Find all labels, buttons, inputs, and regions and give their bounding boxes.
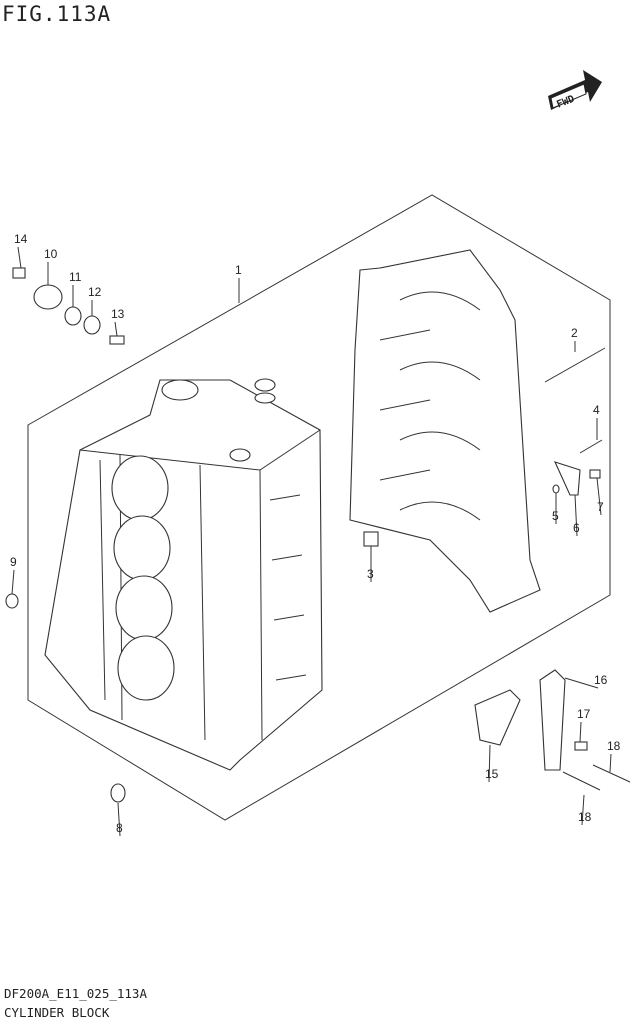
callout-leader <box>579 721 582 743</box>
callout-15: 15 <box>485 767 499 781</box>
callout-5: 5 <box>552 509 559 523</box>
bolt-7 <box>589 469 601 479</box>
callout-leader <box>117 802 121 837</box>
callout-18: 18 <box>578 810 592 824</box>
callout-leader <box>574 494 578 537</box>
small-parts <box>5 267 631 803</box>
figure-title: FIG.113A <box>2 2 112 26</box>
bolt-4 <box>579 439 603 454</box>
callout-leader <box>581 794 585 826</box>
callout-9: 9 <box>10 555 17 569</box>
pin-3 <box>363 531 379 547</box>
part-6 <box>553 461 581 496</box>
o-ring-8 <box>110 783 126 803</box>
assembly-boundary <box>27 194 611 821</box>
part-10 <box>33 284 63 310</box>
callout-3: 3 <box>367 567 374 581</box>
fwd-arrow-icon: FWD <box>548 70 602 111</box>
bolt-18a <box>592 764 631 783</box>
callout-11: 11 <box>69 270 82 284</box>
bracket-15 <box>474 689 521 746</box>
callout-16: 16 <box>594 673 608 687</box>
callout-6: 6 <box>573 521 580 535</box>
callout-leader <box>488 744 491 783</box>
callout-leader <box>17 246 22 269</box>
cylinder-block-drawing <box>44 378 323 771</box>
bracket-16 <box>539 669 566 771</box>
callout-10: 10 <box>44 247 58 261</box>
part-12 <box>83 315 101 335</box>
callout-leader <box>609 753 612 773</box>
bolt-17 <box>574 741 588 751</box>
callout-17: 17 <box>577 707 591 721</box>
bolt-13 <box>109 335 125 345</box>
o-ring-11 <box>64 306 82 326</box>
drawing-code: DF200A_E11_025_113A <box>4 986 147 1001</box>
bolt-14 <box>12 267 26 279</box>
callout-leader <box>596 477 602 516</box>
callout-12: 12 <box>88 285 102 299</box>
callout-2: 2 <box>571 326 578 340</box>
crankcase-drawing <box>349 249 541 613</box>
callout-14: 14 <box>14 232 28 246</box>
callout-leader <box>564 677 599 689</box>
callout-13: 13 <box>111 307 125 321</box>
callout-leader <box>11 569 15 595</box>
callout-7: 7 <box>597 500 604 514</box>
callout-8: 8 <box>116 821 123 835</box>
callout-1: 1 <box>235 263 242 277</box>
bolt-2 <box>544 347 606 383</box>
part-9 <box>5 593 19 609</box>
bolt-18b <box>562 771 601 791</box>
ring-5 <box>552 484 560 494</box>
callout-4: 4 <box>593 403 600 417</box>
diagram-caption: CYLINDER BLOCK <box>4 1005 110 1020</box>
callout-18: 18 <box>607 739 621 753</box>
callout-leader <box>114 321 118 337</box>
